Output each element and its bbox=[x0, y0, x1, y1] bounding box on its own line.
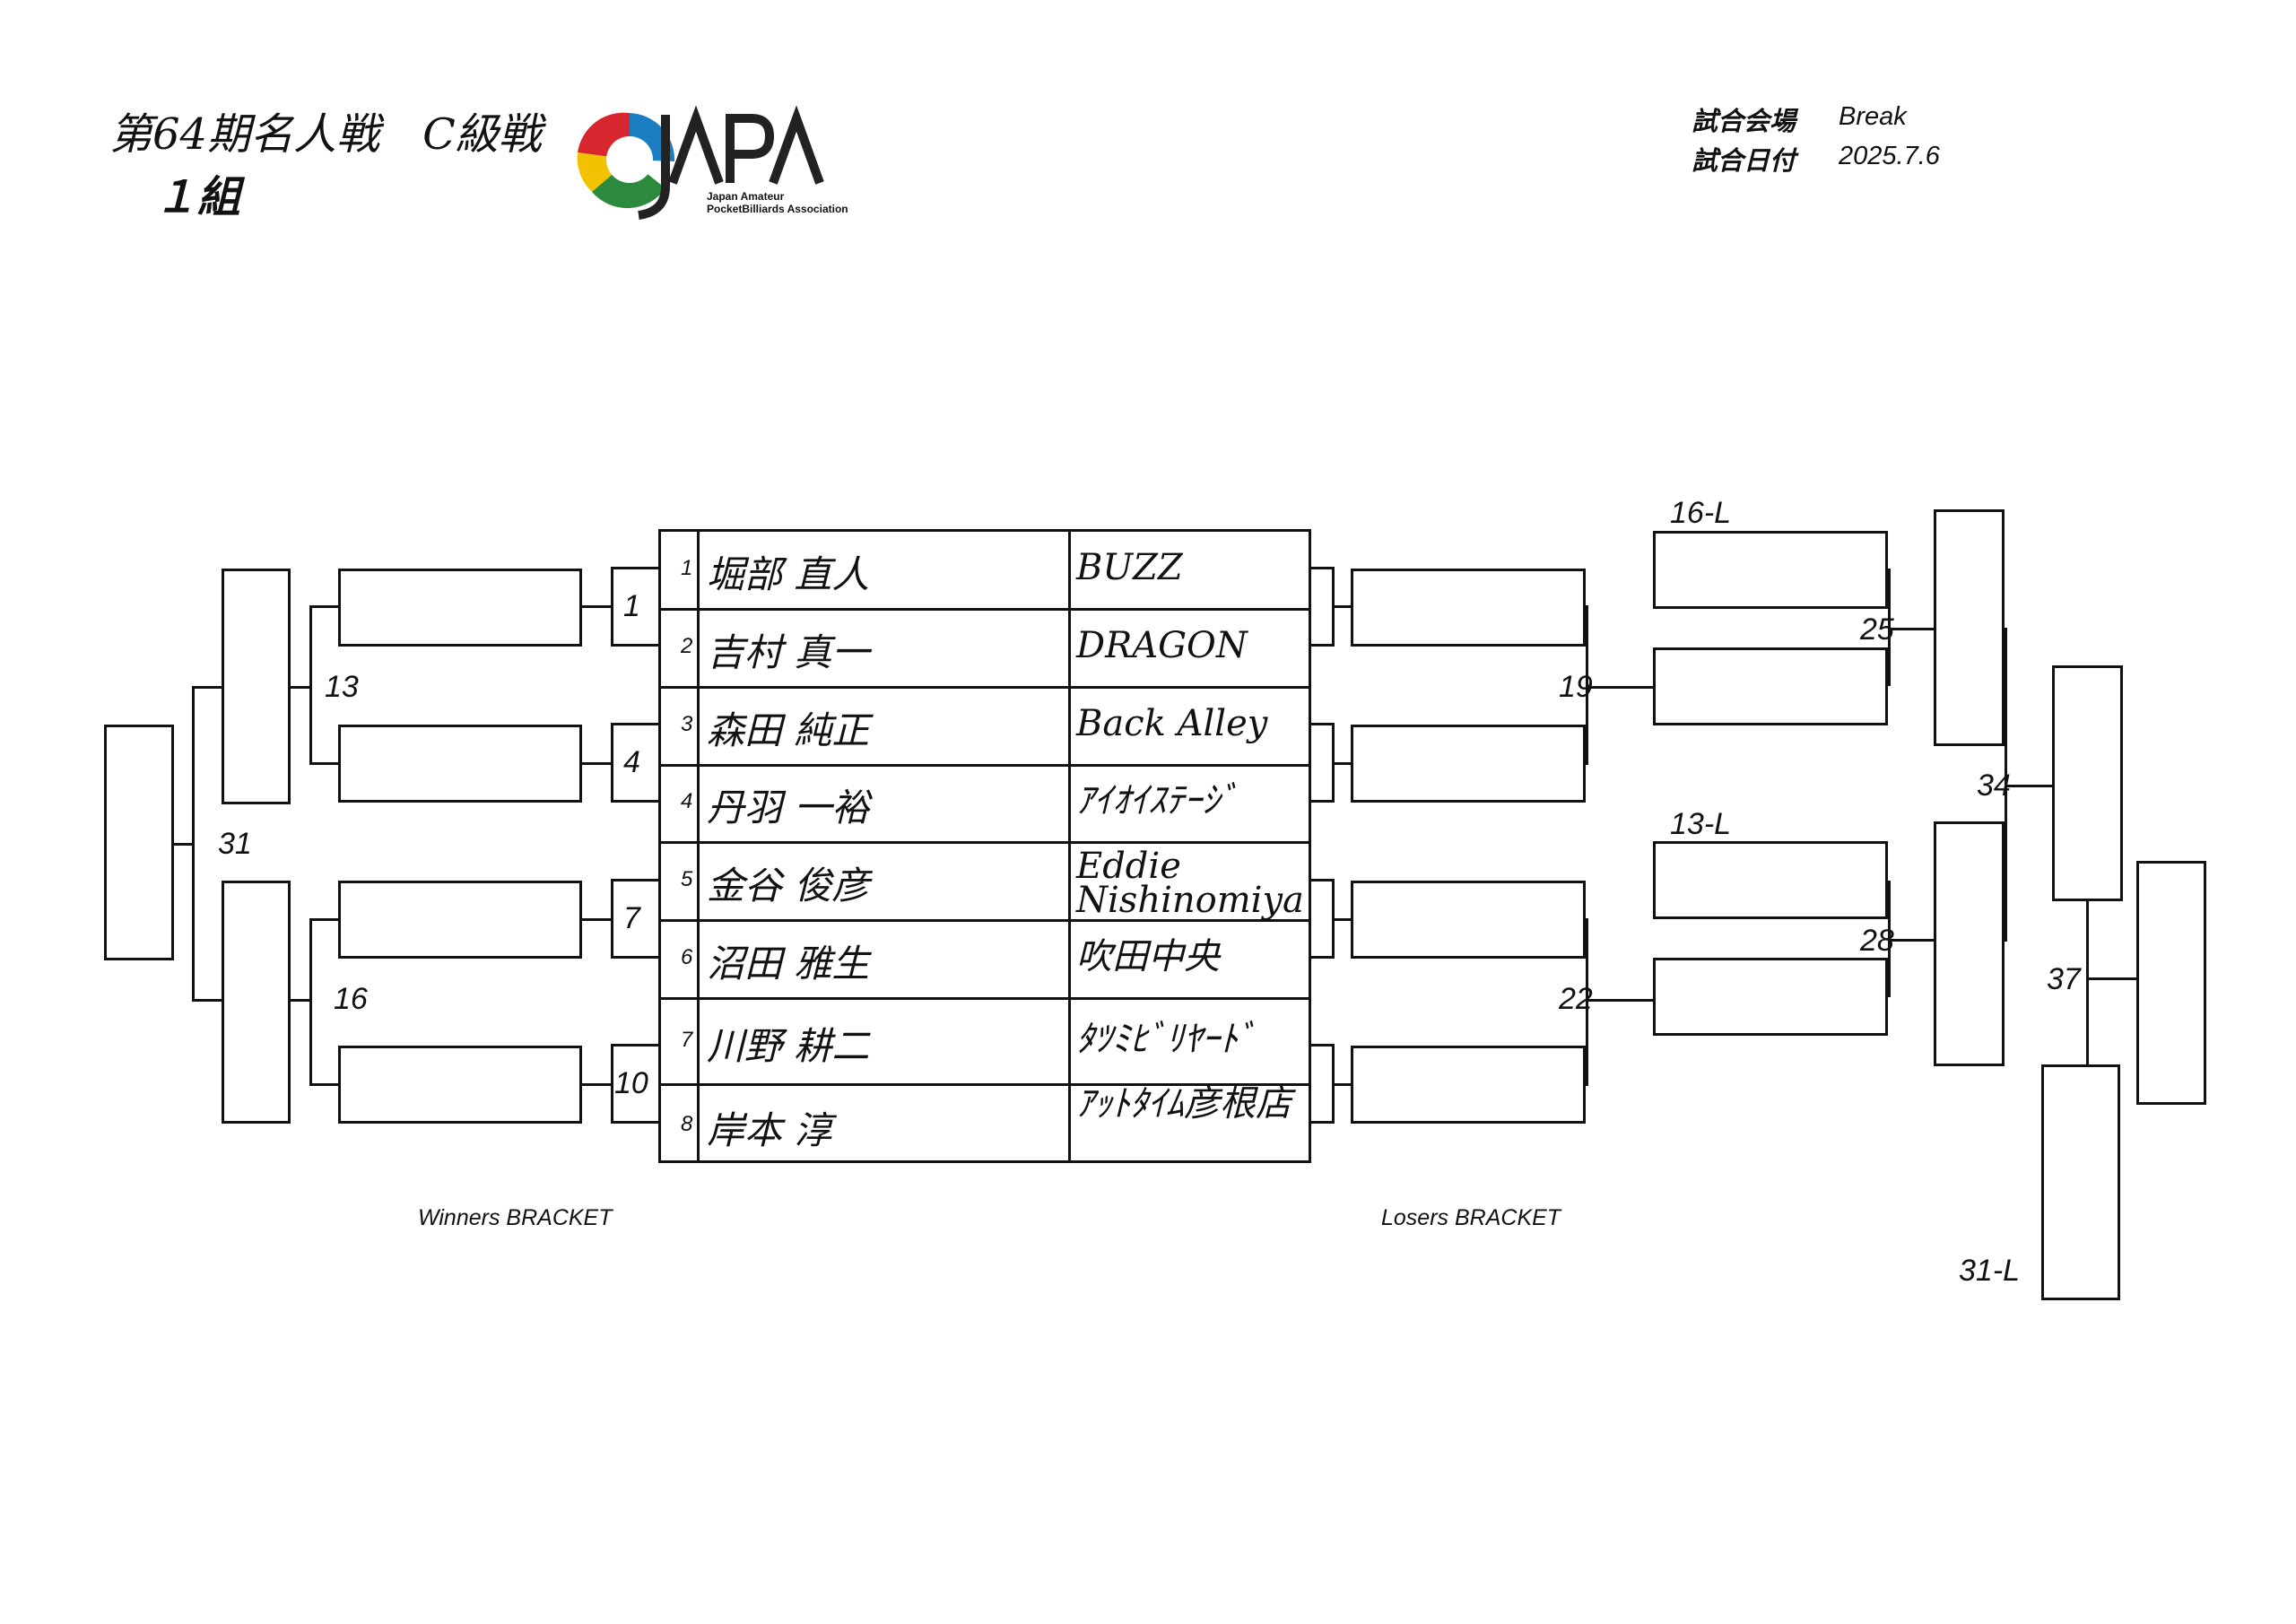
player-seed: 1 bbox=[681, 556, 693, 580]
player-name: 森田 純正 bbox=[707, 708, 870, 752]
tournament-title: 第64期名人戦 C級戦 bbox=[109, 109, 542, 160]
player-name: 川野 耕二 bbox=[707, 1024, 870, 1068]
match-box bbox=[611, 879, 661, 959]
match-number: 4 bbox=[623, 745, 640, 779]
result-slot bbox=[1351, 569, 1586, 647]
result-slot bbox=[1653, 958, 1888, 1036]
japa-logo-mark bbox=[577, 105, 824, 220]
player-name: 堀部 直人 bbox=[707, 552, 870, 596]
venue-label: 試合会場 bbox=[1692, 106, 1796, 136]
result-slot bbox=[2052, 665, 2123, 901]
player-name: 岸本 淳 bbox=[707, 1108, 832, 1152]
player-seed: 8 bbox=[681, 1112, 693, 1136]
match-number: 16 bbox=[334, 982, 368, 1016]
player-team: DRAGON bbox=[1076, 625, 1248, 666]
result-slot bbox=[338, 1046, 582, 1124]
loser-drop-label: 13-L bbox=[1670, 807, 1732, 841]
player-name: 丹羽 一裕 bbox=[707, 786, 870, 829]
match-number: 31 bbox=[218, 827, 252, 861]
match-box bbox=[1309, 567, 1335, 647]
result-slot bbox=[1653, 841, 1888, 919]
player-seed: 3 bbox=[681, 712, 693, 736]
result-slot bbox=[338, 569, 582, 647]
match-number: 37 bbox=[2047, 962, 2081, 996]
player-name: 金谷 俊彦 bbox=[707, 864, 870, 908]
player-seed: 6 bbox=[681, 945, 693, 969]
result-slot bbox=[338, 725, 582, 803]
losers-bracket-label: Losers BRACKET bbox=[1381, 1205, 1561, 1230]
player-name: 沼田 雅生 bbox=[707, 942, 870, 986]
match-number: 25 bbox=[1860, 612, 1894, 647]
losers-final-slot bbox=[2136, 861, 2206, 1105]
match-box bbox=[1309, 1044, 1335, 1124]
match-number: 10 bbox=[614, 1066, 648, 1100]
match-number: 22 bbox=[1559, 982, 1593, 1016]
date-label: 試合日付 bbox=[1692, 145, 1796, 176]
player-seed: 2 bbox=[681, 634, 693, 658]
player-seed: 5 bbox=[681, 867, 693, 891]
result-slot bbox=[1351, 1046, 1586, 1124]
result-slot bbox=[222, 569, 291, 804]
result-slot bbox=[222, 881, 291, 1124]
player-seed: 4 bbox=[681, 789, 693, 813]
loser-drop-label: 16-L bbox=[1670, 496, 1732, 530]
logo-subtitle-2: PocketBilliards Association bbox=[707, 203, 848, 215]
result-slot bbox=[338, 881, 582, 959]
logo-subtitle-1: Japan Amateur bbox=[707, 190, 785, 203]
match-number: 34 bbox=[1977, 769, 2011, 803]
result-slot bbox=[2041, 1064, 2120, 1300]
venue-value: Break bbox=[1839, 102, 1907, 131]
player-name: 吉村 真一 bbox=[707, 630, 870, 674]
result-slot bbox=[1653, 531, 1888, 609]
match-box bbox=[611, 1044, 661, 1124]
player-team: BUZZ bbox=[1076, 547, 1183, 588]
winners-final-slot bbox=[104, 725, 174, 960]
player-team: ﾀﾂﾐﾋﾞﾘﾔｰﾄﾞ bbox=[1076, 1019, 1256, 1060]
result-slot bbox=[1934, 821, 2005, 1066]
japa-logo: Japan Amateur PocketBilliards Associatio… bbox=[565, 105, 879, 222]
result-slot bbox=[1351, 881, 1586, 959]
match-number: 7 bbox=[623, 901, 640, 935]
match-box bbox=[611, 567, 661, 647]
match-number: 28 bbox=[1860, 924, 1894, 958]
date-value: 2025.7.6 bbox=[1839, 142, 1940, 170]
match-number: 1 bbox=[623, 589, 640, 623]
player-team: Back Alley bbox=[1076, 703, 1268, 744]
player-team: 吹田中央 bbox=[1076, 936, 1220, 977]
match-box bbox=[611, 723, 661, 803]
match-number: 19 bbox=[1559, 670, 1593, 704]
match-box bbox=[1309, 879, 1335, 959]
match-number: 13 bbox=[325, 670, 359, 704]
player-seed: 7 bbox=[681, 1028, 693, 1052]
result-slot bbox=[1653, 647, 1888, 725]
result-slot bbox=[1934, 509, 2005, 746]
winners-bracket-label: Winners BRACKET bbox=[418, 1205, 613, 1230]
match-box bbox=[1309, 723, 1335, 803]
result-slot bbox=[1351, 725, 1586, 803]
player-table bbox=[658, 529, 1311, 1163]
player-team: Eddie Nishinomiya bbox=[1076, 846, 1304, 921]
loser-drop-label: 31-L bbox=[1959, 1254, 2021, 1288]
player-team: ｱｯﾄﾀｲﾑ彦根店 bbox=[1076, 1083, 1292, 1125]
player-team: ｱｲｵｲｽﾃｰｼﾞ bbox=[1076, 780, 1238, 821]
group-label: １組 bbox=[154, 172, 241, 222]
